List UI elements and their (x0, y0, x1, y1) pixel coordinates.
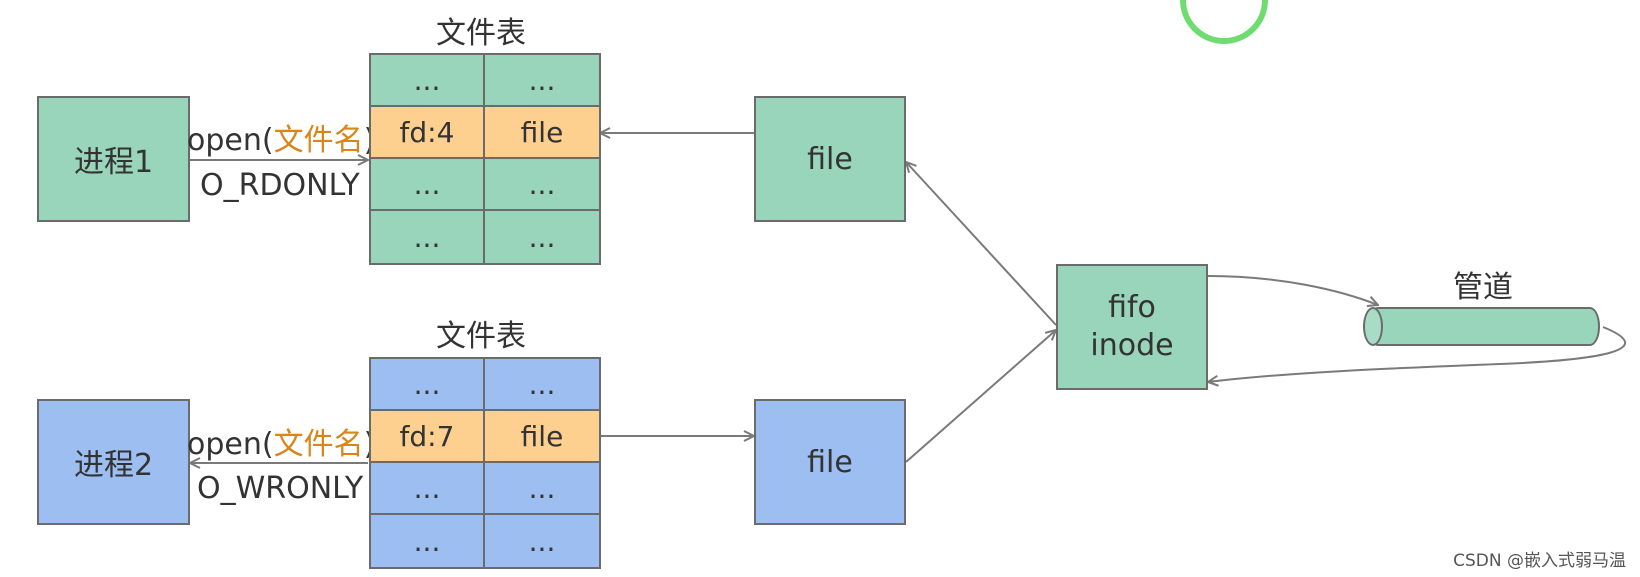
file1-box: file (754, 96, 906, 222)
table2-file-cell: file (485, 411, 599, 463)
table2-title: 文件表 (436, 319, 526, 354)
table2-fd-cell: fd:7 (371, 411, 485, 463)
fifo-inode-box: fifo inode (1056, 264, 1208, 390)
process1-label: 进程1 (73, 145, 154, 180)
table1-cell: ... (371, 211, 485, 263)
process2-flag: O_WRONLY (197, 471, 364, 506)
pipe-cylinder (1368, 307, 1600, 346)
table2-cell: ... (371, 359, 485, 411)
arrow-fifo-to-file1 (906, 162, 1057, 326)
pipe-title: 管道 (1453, 270, 1513, 305)
table2: ... ... fd:7 file ... ... ... ... (369, 357, 601, 569)
file2-box: file (754, 399, 906, 525)
table2-cell: ... (371, 515, 485, 567)
cursor-ring-icon (1180, 0, 1268, 44)
arrow-file2-to-fifo (905, 330, 1056, 463)
table2-cell: ... (528, 524, 556, 558)
table1-title: 文件表 (436, 16, 526, 51)
process2-label: 进程2 (73, 448, 154, 483)
table2-cell: ... (485, 463, 599, 515)
process1-flag: O_RDONLY (200, 168, 360, 203)
file2-label: file (807, 444, 853, 480)
table1-cell: ... (371, 159, 485, 211)
table2-cell: ... (371, 463, 485, 515)
table1-cell: ... (485, 55, 599, 107)
arrow-fifo-to-pipe (1207, 275, 1378, 305)
process1-filename: 文件名 (273, 123, 364, 158)
table2-cell: ... (485, 359, 599, 411)
watermark: CSDN @嵌入式弱马温 (1453, 551, 1626, 571)
table1-fd-cell: fd:4 (371, 107, 485, 159)
fifo-label: fifo (1108, 290, 1156, 325)
pipe-cylinder-cap (1363, 307, 1383, 346)
table1-cell: ... (371, 55, 485, 107)
process2-box: 进程2 (37, 399, 190, 525)
table1-cell: ... (528, 220, 556, 254)
table1-cell: ... (485, 159, 599, 211)
process2-filename: 文件名 (273, 427, 364, 462)
process1-box: 进程1 (37, 96, 190, 222)
inode-label: inode (1090, 328, 1174, 363)
file1-label: file (807, 141, 853, 177)
table1: ... ... fd:4 file ... ... ... ... (369, 53, 601, 265)
arrow-pipe-to-fifo (1208, 326, 1627, 382)
table1-file-cell: file (485, 107, 599, 159)
process2-open-call: open(文件名) (187, 427, 375, 462)
process1-open-call: open(文件名) (187, 123, 375, 158)
